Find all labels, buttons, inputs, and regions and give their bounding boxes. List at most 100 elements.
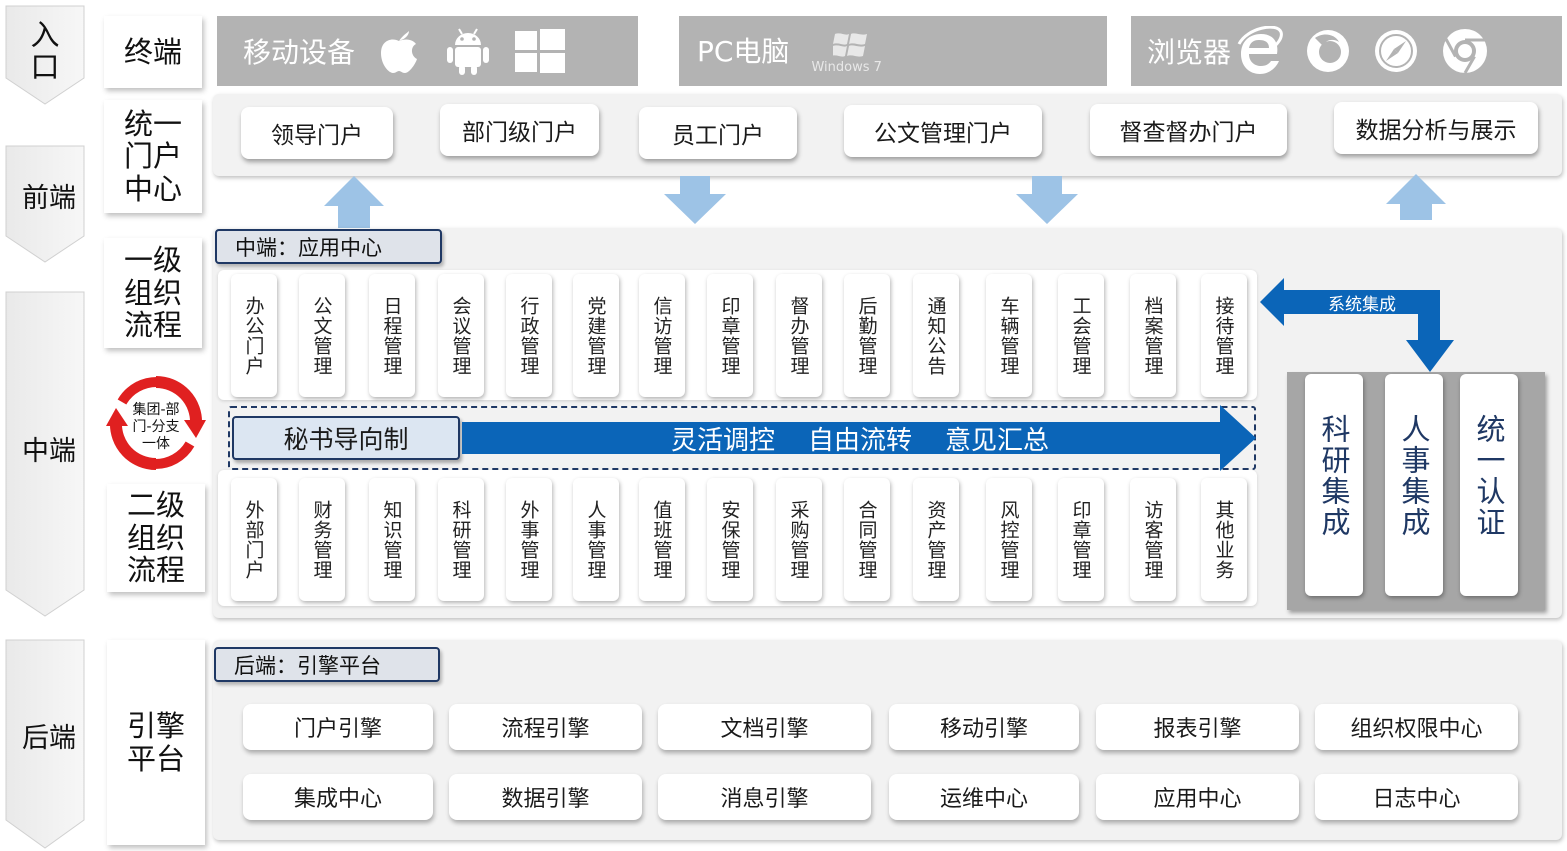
portal-document[interactable]: 公文管理门户 [844,105,1042,157]
level1-module-label: 公文管理 [310,296,333,376]
stage-middle-label: 中端 [22,436,76,467]
level2-module-label: 外部门户 [242,500,265,580]
stage-frontend-label: 前端 [22,183,76,214]
engine-card[interactable]: 集成中心 [243,774,433,820]
level2-module-label: 财务管理 [310,500,333,580]
level2-module[interactable]: 资产管理 [913,478,959,601]
level1-module-label: 车辆管理 [997,296,1020,376]
level2-module[interactable]: 外部门户 [231,478,277,601]
level1-module-label: 工会管理 [1069,296,1092,376]
portal-employee[interactable]: 员工门户 [639,107,797,159]
level2-module[interactable]: 安保管理 [707,478,753,601]
terminal-browser: 浏览器 [1131,16,1562,86]
entry-chevron [5,5,85,105]
integration-arrow [1260,278,1454,372]
engine-card[interactable]: 流程引擎 [449,704,642,750]
level1-module[interactable]: 督办管理 [776,274,822,397]
level1-module[interactable]: 印章管理 [707,274,753,397]
level2-module[interactable]: 外事管理 [506,478,552,601]
stage-backend-label: 后端 [22,723,76,754]
terminal-pc: PC电脑 Windows 7 [679,16,1107,86]
integration-research-label: 科研集成 [1317,414,1351,538]
cycle-arrows-icon [106,375,206,471]
level1-module-label: 通知公告 [924,296,947,376]
integration-auth[interactable]: 统一认证 [1460,374,1518,596]
level1-module[interactable]: 车辆管理 [986,274,1032,397]
engine-card[interactable]: 数据引擎 [449,774,642,820]
firefox-icon [1307,30,1350,72]
level2-module-label: 外事管理 [517,500,540,580]
level2-module[interactable]: 人事管理 [573,478,619,601]
terminal-mobile: 移动设备 [217,16,638,86]
safari-icon [1375,30,1418,72]
level1-module[interactable]: 接待管理 [1201,274,1247,397]
terminal-mobile-label: 移动设备 [243,36,356,69]
level1-module[interactable]: 日程管理 [369,274,415,397]
level2-module[interactable]: 风控管理 [986,478,1032,601]
level1-module[interactable]: 档案管理 [1130,274,1176,397]
integration-hr-label: 人事集成 [1397,414,1431,538]
secretary-system[interactable]: 秘书导向制 [232,416,460,460]
engine-card[interactable]: 消息引擎 [658,774,871,820]
engine-card[interactable]: 移动引擎 [889,704,1079,750]
integration-hr[interactable]: 人事集成 [1385,374,1443,596]
level1-module[interactable]: 公文管理 [299,274,345,397]
integration-auth-label: 统一认证 [1472,414,1506,538]
terminal-browser-label: 浏览器 [1147,36,1232,69]
level2-module-label: 风控管理 [997,500,1020,580]
level1-module-label: 日程管理 [380,296,403,376]
level2-module[interactable]: 科研管理 [438,478,484,601]
portal-analytics[interactable]: 数据分析与展示 [1334,102,1538,154]
portal-supervision[interactable]: 督查督办门户 [1090,104,1287,156]
integration-research[interactable]: 科研集成 [1305,374,1363,596]
level2-module-label: 合同管理 [855,500,878,580]
level2-module[interactable]: 财务管理 [299,478,345,601]
level1-module-label: 办公门户 [242,296,265,376]
level1-module[interactable]: 办公门户 [231,274,277,397]
engine-card[interactable]: 应用中心 [1096,774,1299,820]
level2-module[interactable]: 访客管理 [1130,478,1176,601]
engine-card[interactable]: 文档引擎 [658,704,871,750]
level1-module-label: 党建管理 [584,296,607,376]
level2-module[interactable]: 印章管理 [1058,478,1104,601]
engine-card[interactable]: 日志中心 [1315,774,1518,820]
level2-module-label: 印章管理 [1069,500,1092,580]
engine-card[interactable]: 报表引擎 [1096,704,1299,750]
level1-module[interactable]: 工会管理 [1058,274,1104,397]
portal-leader[interactable]: 领导门户 [241,107,393,159]
backend-chevron [5,639,85,849]
portal-department[interactable]: 部门级门户 [440,104,599,156]
level1-module-label: 印章管理 [718,296,741,376]
level1-module-label: 信访管理 [650,296,673,376]
level2-module-label: 访客管理 [1141,500,1164,580]
level2-module-label: 值班管理 [650,500,673,580]
engine-card[interactable]: 组织权限中心 [1315,704,1518,750]
level1-module[interactable]: 后勤管理 [844,274,890,397]
flow-arrow [462,405,1256,471]
android-icon [447,28,490,75]
level2-module[interactable]: 其他业务 [1201,478,1247,601]
level2-module[interactable]: 知识管理 [369,478,415,601]
level2-module-label: 资产管理 [924,500,947,580]
level1-module[interactable]: 党建管理 [573,274,619,397]
level1-module-label: 后勤管理 [855,296,878,376]
level2-module[interactable]: 采购管理 [776,478,822,601]
level1-module[interactable]: 通知公告 [913,274,959,397]
group-integration-text: 集团-部 门-分支 一体 [132,402,180,452]
engine-card[interactable]: 运维中心 [889,774,1079,820]
arrow-down-3 [1016,176,1078,224]
level1-module[interactable]: 信访管理 [639,274,685,397]
level1-module-label: 接待管理 [1212,296,1235,376]
portal-center-label: 统一 门户 中心 [104,100,202,213]
windows-icon [515,29,566,73]
chrome-icon [1443,29,1488,74]
level1-module[interactable]: 会议管理 [438,274,484,397]
engine-card[interactable]: 门户引擎 [243,704,433,750]
level2-module[interactable]: 合同管理 [844,478,890,601]
middle-title: 中端：应用中心 [215,229,442,264]
level1-module[interactable]: 行政管理 [506,274,552,397]
windows7-logo-icon [833,33,868,57]
level2-module[interactable]: 值班管理 [639,478,685,601]
arrow-up-1 [324,176,384,228]
level1-module-label: 档案管理 [1141,296,1164,376]
